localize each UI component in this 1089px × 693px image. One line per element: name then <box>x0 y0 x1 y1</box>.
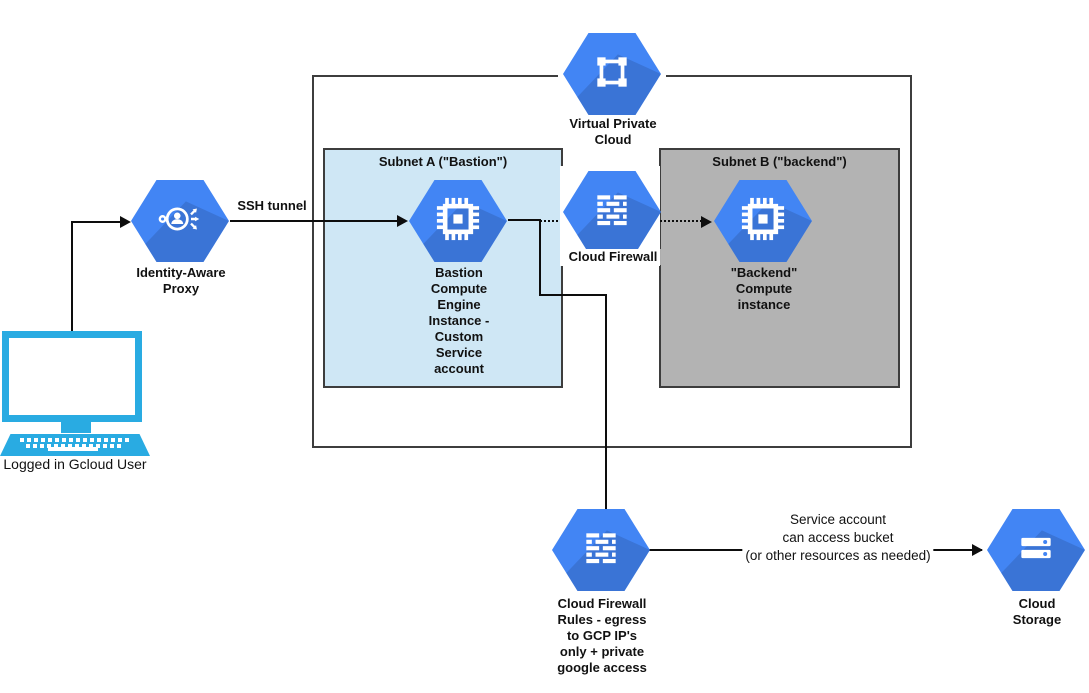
bastion-label: Bastion Compute Engine Instance - Custom… <box>428 265 490 376</box>
cloud-storage-node <box>987 509 1085 591</box>
compute-engine-icon <box>741 197 785 246</box>
edge-bastion-out-seg4 <box>605 294 607 510</box>
edge-user-to-iap-horizontal <box>71 221 121 223</box>
firewall-rules-node <box>552 509 650 591</box>
vpc-icon <box>590 50 634 99</box>
edge-iap-to-bastion <box>230 220 399 222</box>
keyboard-keys-row <box>20 438 130 442</box>
edge-user-to-iap-arrowhead <box>120 216 131 228</box>
edge-bastion-out-seg2 <box>539 219 541 296</box>
firewall-rules-label: Cloud Firewall Rules - egress to GCP IP'… <box>557 596 647 675</box>
edge-iap-to-bastion-arrowhead <box>397 215 408 227</box>
backend-label: "Backend" Compute instance <box>730 265 798 312</box>
service-account-note: Service account can access bucket (or ot… <box>742 511 934 565</box>
edge-bastion-to-backend-arrowhead <box>701 216 712 228</box>
iap-node <box>131 180 229 262</box>
edge-bastion-out-seg3 <box>539 294 607 296</box>
keyboard-keys-row <box>26 444 124 448</box>
computer-stand <box>61 421 91 433</box>
computer-icon <box>2 331 142 422</box>
subnet-a-title: Subnet A ("Bastion") <box>378 154 508 169</box>
edge-user-to-iap-vertical <box>71 222 73 332</box>
vpc-label: Virtual Private Cloud <box>569 116 657 147</box>
firewall-icon <box>579 526 623 575</box>
edge-firewall-to-storage-arrowhead <box>972 544 983 556</box>
keyboard-spacebar <box>48 447 98 451</box>
user-label: Logged in Gcloud User <box>3 456 147 472</box>
firewall-icon <box>590 188 634 237</box>
iap-label: Identity-Aware Proxy <box>136 265 226 296</box>
edge-bastion-out-seg1 <box>508 219 541 221</box>
subnet-b-title: Subnet B ("backend") <box>712 154 847 169</box>
compute-engine-icon <box>436 197 480 246</box>
cloud-firewall-label: Cloud Firewall <box>565 249 661 265</box>
ssh-tunnel-label: SSH tunnel <box>237 198 307 213</box>
computer-keyboard <box>0 434 150 456</box>
identity-aware-proxy-icon <box>156 197 204 246</box>
cloud-storage-label: Cloud Storage <box>1012 596 1062 627</box>
cloud-storage-icon <box>1014 526 1058 575</box>
